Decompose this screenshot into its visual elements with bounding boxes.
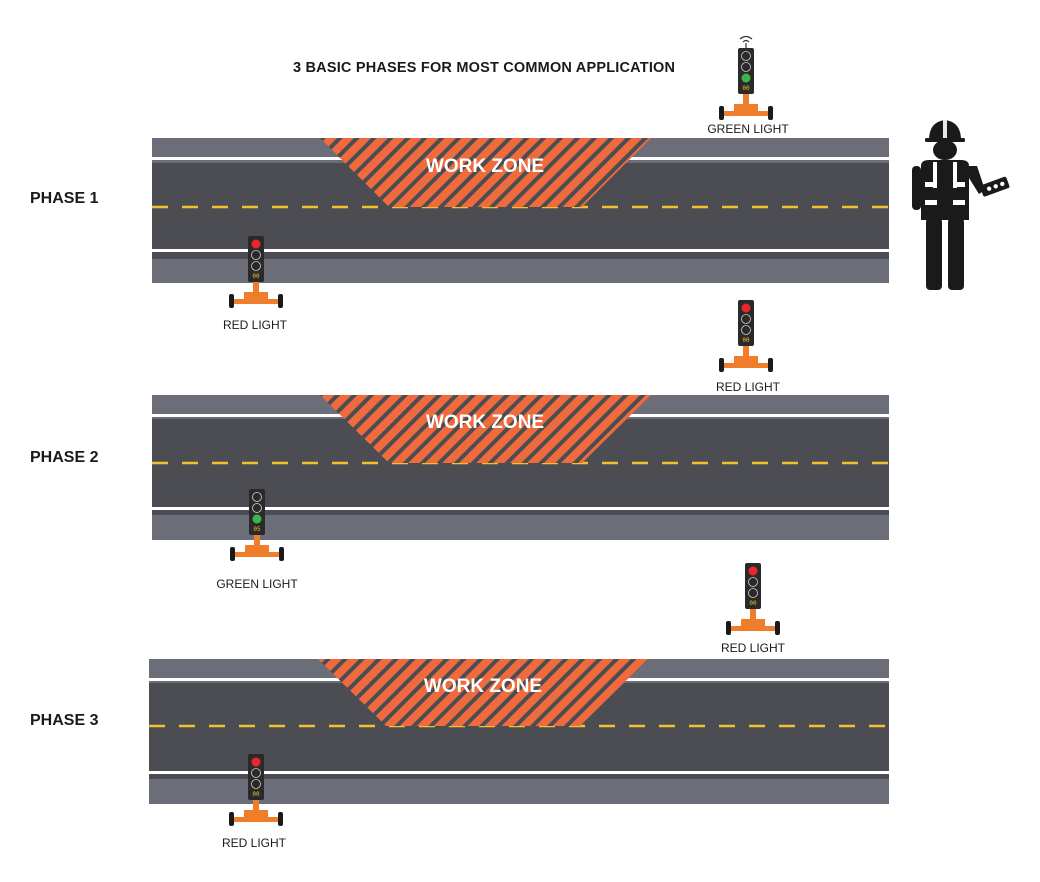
phase-2-work-zone-label: WORK ZONE (426, 412, 544, 433)
phase-1-work-zone (320, 138, 651, 207)
counter-display: 00 (742, 337, 750, 344)
phase-3-right-signal: 00 (726, 563, 780, 635)
phase-2-left-signal: 05 (230, 489, 284, 561)
phase-3-label: PHASE 3 (30, 712, 99, 729)
phase-3-road (149, 659, 889, 804)
antenna-icon (739, 35, 753, 48)
phase-3-work-zone (318, 659, 648, 726)
phase-2-left-signal-label: GREEN LIGHT (216, 577, 298, 591)
counter-display: 00 (252, 791, 260, 798)
phase-2-right-signal: 00 (719, 300, 773, 372)
phase-1-right-signal-label: GREEN LIGHT (707, 122, 789, 136)
phase-3-left-signal-label: RED LIGHT (221, 836, 286, 850)
diagram-title: 3 BASIC PHASES FOR MOST COMMON APPLICATI… (293, 60, 676, 76)
phase-2-label: PHASE 2 (30, 449, 99, 466)
phase-1-left-signal-label: RED LIGHT (222, 318, 287, 332)
counter-display: 00 (749, 600, 757, 607)
phase-1-label: PHASE 1 (30, 190, 99, 207)
phase-1-road (152, 138, 889, 283)
counter-display: 00 (252, 273, 260, 280)
remote-control-icon (980, 176, 1010, 197)
phase-2-right-signal-label: RED LIGHT (715, 380, 780, 394)
counter-display: 05 (253, 526, 261, 533)
phase-2-work-zone (320, 395, 651, 463)
phase-1-right-signal: 00 (719, 35, 773, 120)
phase-2-road (152, 395, 889, 540)
phase-3-work-zone-label: WORK ZONE (424, 676, 542, 697)
phase-3-left-signal: 00 (229, 754, 283, 826)
phase-3-right-signal-label: RED LIGHT (720, 641, 785, 655)
counter-display: 00 (742, 85, 750, 92)
worker-icon (912, 120, 1010, 290)
phase-1-left-signal: 00 (229, 236, 283, 308)
phase-1-work-zone-label: WORK ZONE (426, 156, 544, 177)
